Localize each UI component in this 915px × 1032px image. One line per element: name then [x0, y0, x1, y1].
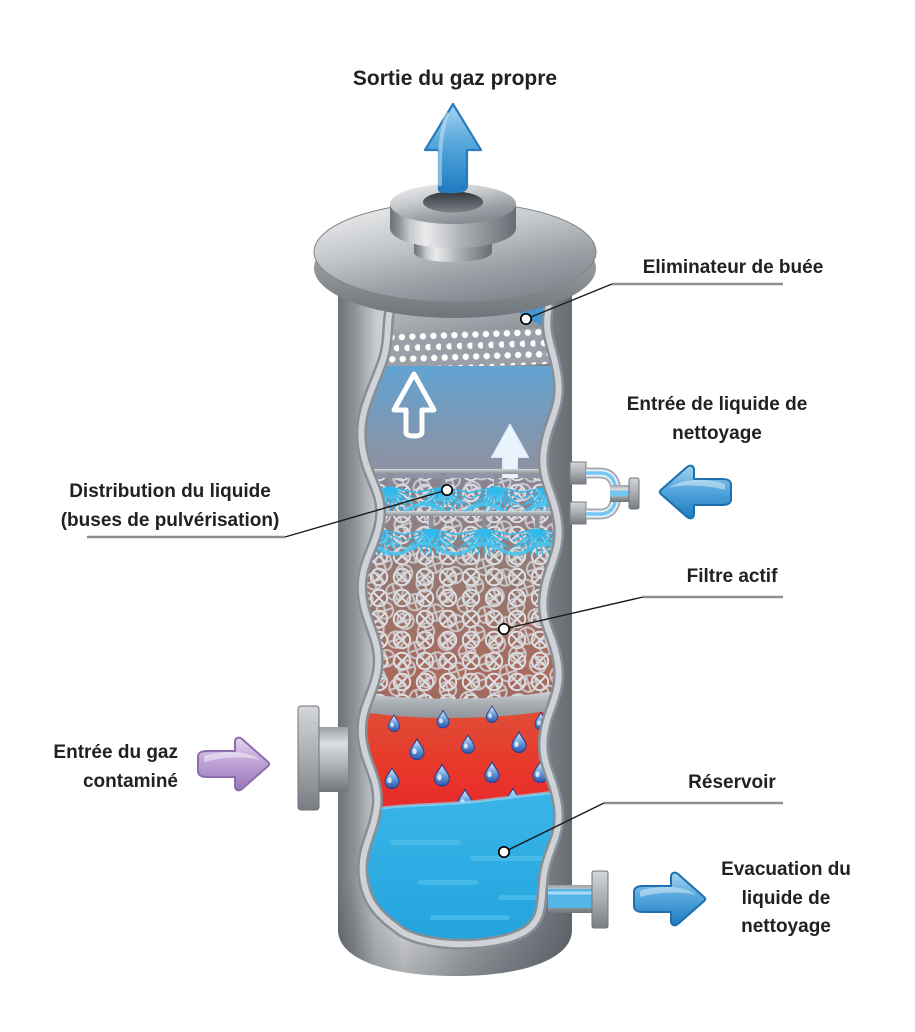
liquid-inlet-arrow-icon [658, 464, 732, 520]
support-ring [361, 689, 559, 720]
label-liquid-distribution: Distribution du liquide (buses de pulvér… [60, 481, 280, 531]
gas-inlet-barrel [316, 727, 348, 792]
callout-dots [440, 312, 533, 859]
drain-pipe [548, 870, 609, 929]
outlet-nozzle [390, 184, 516, 262]
callout-underlines [87, 282, 783, 805]
leader-lines [284, 283, 644, 853]
outlet-hole [423, 191, 483, 213]
liquid-inlet-pipe [569, 461, 640, 525]
packing-media [361, 478, 559, 710]
mist-eliminator-pad [361, 327, 559, 371]
label-mist-eliminator: Eliminateur de buée [642, 257, 824, 278]
reservoir-liquid [361, 789, 559, 945]
label-contaminated-gas-inlet: Entrée du gaz contaminé [53, 742, 178, 792]
gas-inlet-flange [297, 705, 320, 811]
liquid-outlet-arrow-icon [633, 871, 707, 927]
gas-inlet-pipe [297, 705, 348, 811]
label-active-filter: Filtre actif [686, 566, 778, 587]
label-cleaning-liquid-inlet: Entrée de liquide de nettoyage [626, 394, 808, 444]
clean-gas-arrow-icon [423, 102, 483, 194]
label-cleaning-liquid-outlet: Evacuation du liquide de nettoyage [721, 859, 851, 937]
label-clean-gas-outlet: Sortie du gaz propre [352, 67, 558, 90]
gas-rising-zone [361, 366, 559, 480]
label-reservoir: Réservoir [688, 772, 776, 793]
gas-inlet-arrow-icon [197, 736, 271, 792]
